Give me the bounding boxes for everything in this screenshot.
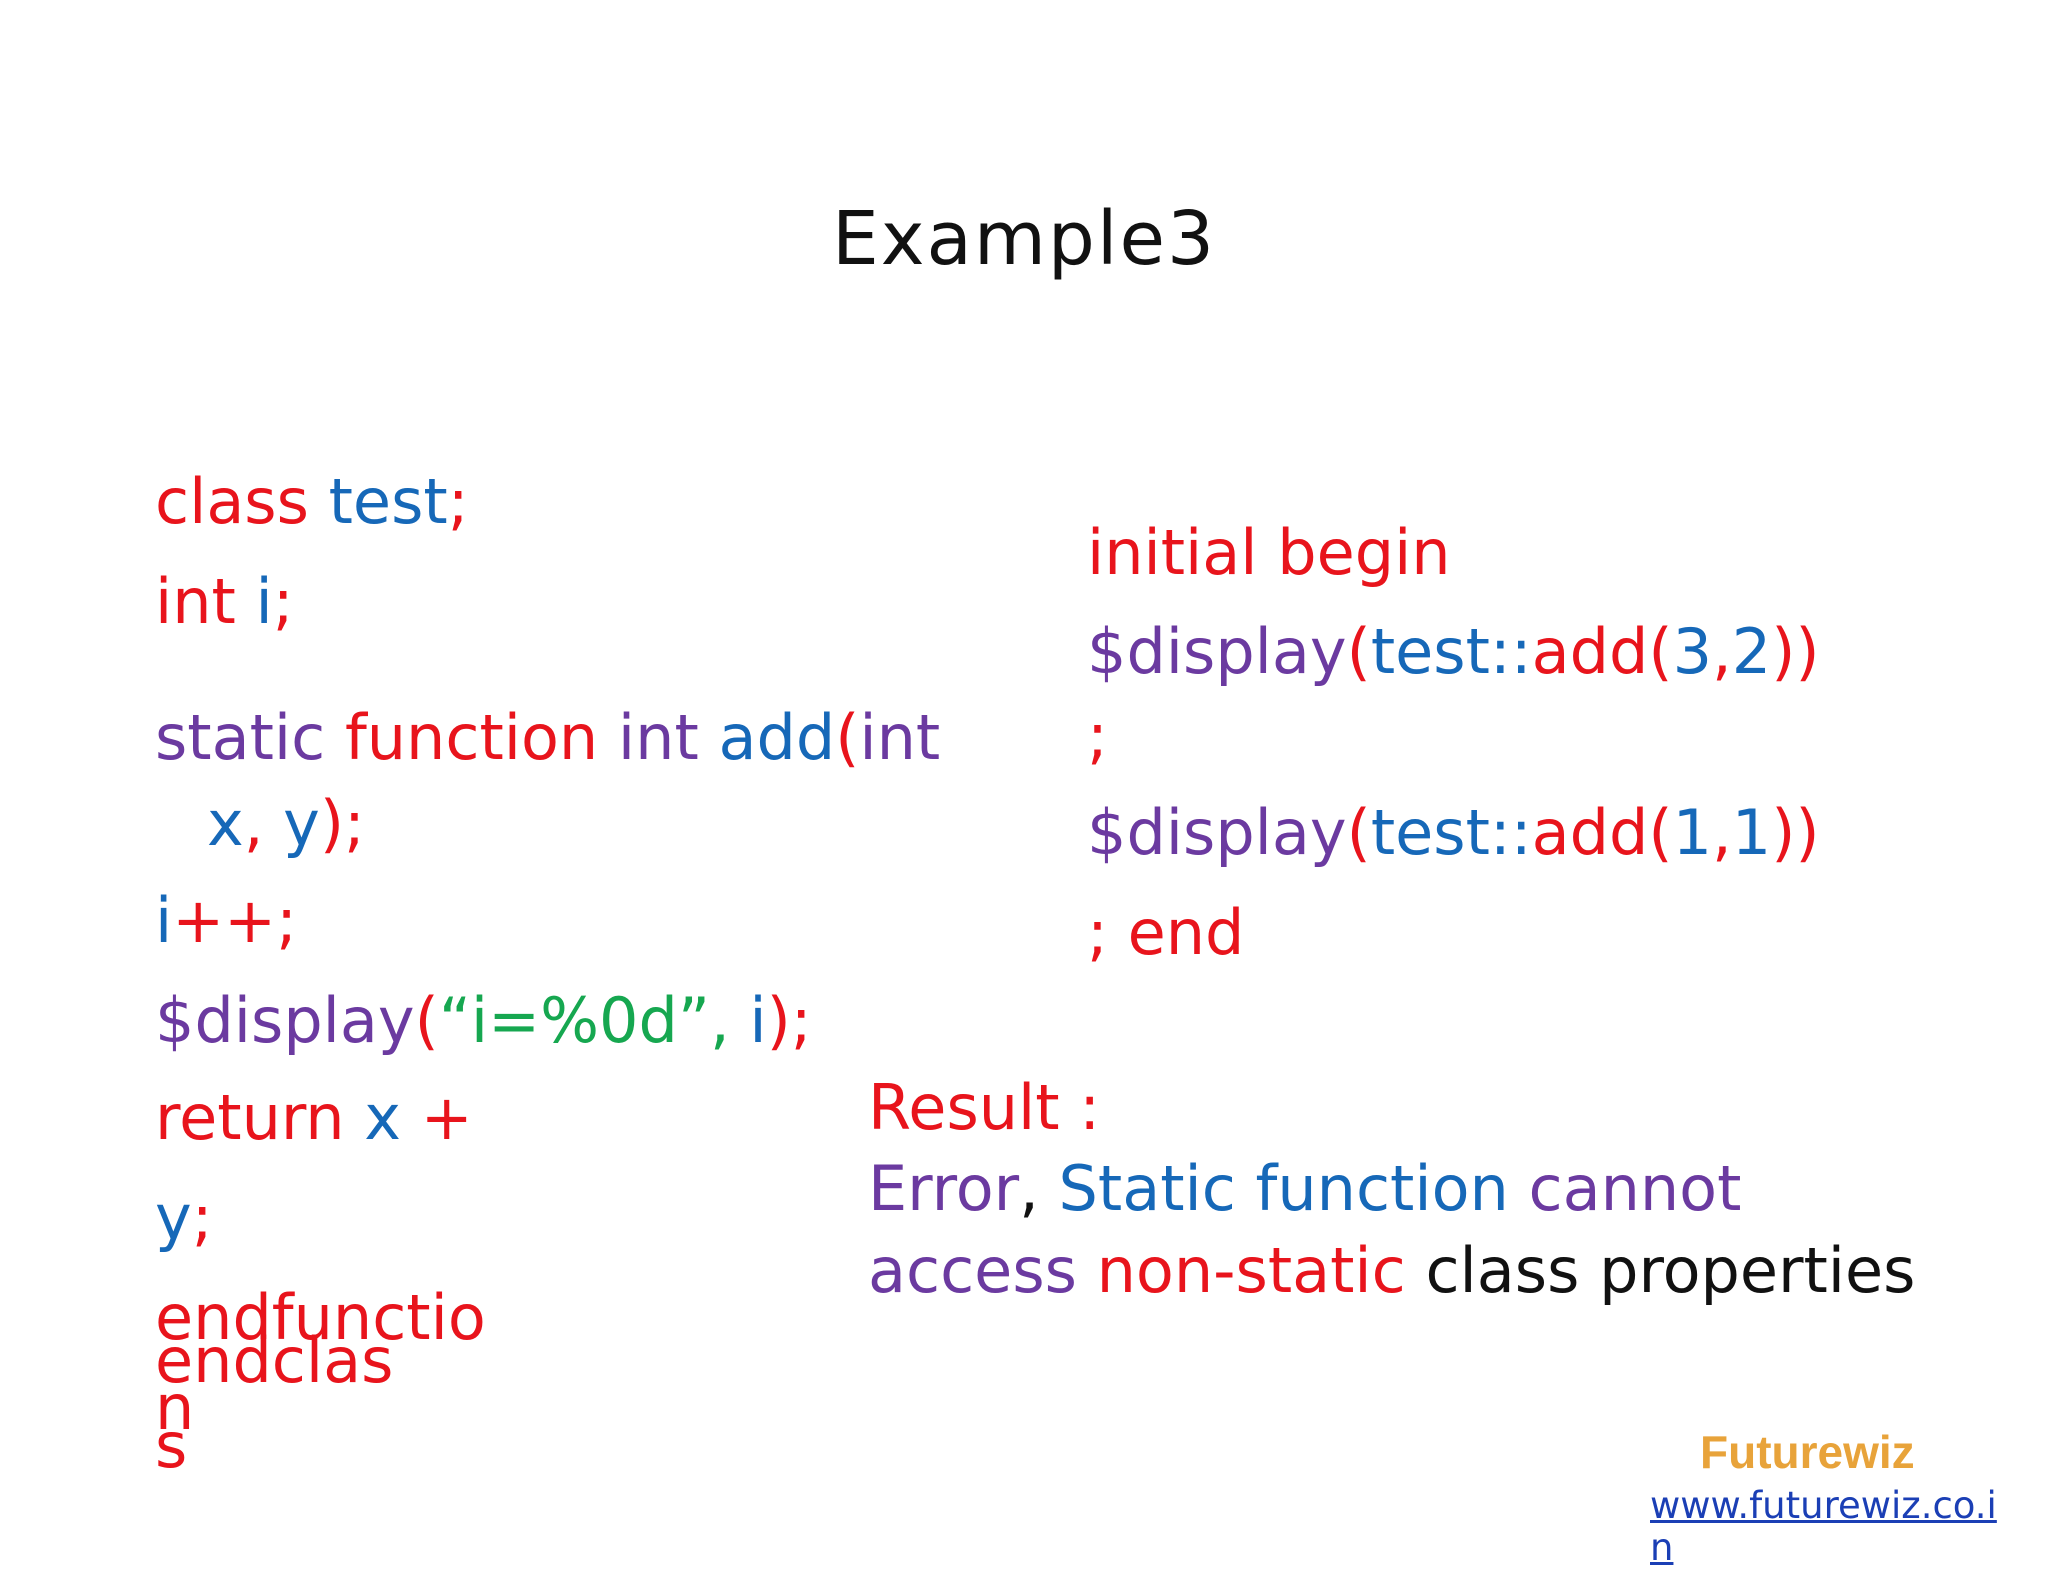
class-code-line: class test; <box>155 466 469 538</box>
initial-code-token: ( <box>1648 615 1673 688</box>
class-code-token: i <box>155 884 173 957</box>
class-code-token: ++; <box>172 884 298 957</box>
initial-code-line: initial begin <box>1087 517 1451 589</box>
class-code-token: “i=%0d”, <box>438 984 750 1057</box>
class-code-line: int i; <box>155 566 294 638</box>
class-code-line: n <box>155 1372 194 1444</box>
class-code-token: test <box>328 465 448 538</box>
initial-code-token: , <box>1712 796 1732 869</box>
class-code-token: add <box>718 701 836 774</box>
class-code-token: ( <box>414 984 439 1057</box>
class-code-token: , <box>243 787 284 860</box>
class-code-token: static <box>155 701 345 774</box>
initial-code-line: ; <box>1087 700 1108 772</box>
class-code-token: s <box>155 1409 188 1482</box>
result-line: Error, Static function cannot <box>868 1153 1741 1225</box>
slide-title: Example3 <box>831 196 1217 282</box>
class-code-token: ; <box>272 565 294 638</box>
class-code-token: i <box>255 565 273 638</box>
result-token: class properties <box>1425 1234 1916 1307</box>
class-code-token: ); <box>319 787 365 860</box>
initial-code-token: ( <box>1346 615 1371 688</box>
result-token: cannot <box>1528 1152 1742 1225</box>
initial-code-token: 3 <box>1672 615 1713 688</box>
initial-code-token: ; <box>1087 699 1108 772</box>
class-code-token: class <box>155 465 329 538</box>
initial-code-line: $display(test::add(1,1)) <box>1087 797 1820 869</box>
result-token: Result : <box>868 1071 1101 1144</box>
class-code-token: return <box>155 1081 365 1154</box>
class-code-token: y <box>155 1181 192 1254</box>
initial-code-token: )) <box>1771 615 1820 688</box>
class-code-token: int <box>617 701 719 774</box>
class-code-line: x, y); <box>207 788 365 860</box>
initial-code-token: test:: <box>1370 615 1532 688</box>
initial-code-token: ; end <box>1087 896 1245 969</box>
initial-code-token: 1 <box>1731 796 1772 869</box>
class-code-token: i <box>749 984 767 1057</box>
initial-code-token: ( <box>1346 796 1371 869</box>
class-code-token: endfunctio <box>155 1281 486 1354</box>
result-token: , <box>1019 1152 1059 1225</box>
result-token: non-static <box>1096 1234 1426 1307</box>
class-code-token: y <box>283 787 320 860</box>
class-code-token: ); <box>766 984 812 1057</box>
initial-code-token: add <box>1531 615 1649 688</box>
class-code-token: ( <box>835 701 860 774</box>
initial-code-token: add <box>1531 796 1649 869</box>
initial-code-token: 2 <box>1731 615 1772 688</box>
futurewiz-logo: Futurewiz <box>1700 1426 1915 1478</box>
class-code-token: function <box>344 701 618 774</box>
website-link[interactable]: www.futurewiz.co.in <box>1650 1484 1997 1569</box>
result-line: access non-static class properties <box>868 1235 1915 1307</box>
result-line: Result : <box>868 1072 1100 1144</box>
class-code-line: endclas <box>155 1325 393 1397</box>
initial-code-token: , <box>1712 615 1732 688</box>
initial-code-token: test:: <box>1370 796 1532 869</box>
class-code-line: $display(“i=%0d”, i); <box>155 985 812 1057</box>
class-code-line: endfunctio <box>155 1282 486 1354</box>
initial-code-token: $display <box>1087 615 1347 688</box>
initial-code-token: 1 <box>1672 796 1713 869</box>
class-code-token: x <box>364 1081 421 1154</box>
class-code-line: y; <box>155 1182 213 1254</box>
class-code-line: s <box>155 1410 187 1482</box>
initial-code-line: $display(test::add(3,2)) <box>1087 616 1820 688</box>
class-code-token: n <box>155 1371 195 1444</box>
initial-code-token: ( <box>1648 796 1673 869</box>
initial-code-token: initial begin <box>1087 516 1451 589</box>
result-token: Static function <box>1058 1152 1529 1225</box>
initial-code-token: $display <box>1087 796 1347 869</box>
result-token: Error <box>868 1152 1020 1225</box>
result-token: access <box>868 1234 1097 1307</box>
class-code-line: static function int add(int <box>155 702 940 774</box>
class-code-line: i++; <box>155 885 297 957</box>
class-code-token: x <box>207 787 244 860</box>
class-code-line: return x + <box>155 1082 473 1154</box>
class-code-token: int <box>155 565 256 638</box>
initial-code-token: )) <box>1771 796 1820 869</box>
class-code-token: int <box>859 701 941 774</box>
class-code-token: endclas <box>155 1324 394 1397</box>
initial-code-line: ; end <box>1087 897 1244 969</box>
class-code-token: ; <box>191 1181 213 1254</box>
class-code-token: + <box>420 1081 473 1154</box>
class-code-token: $display <box>155 984 415 1057</box>
class-code-token: ; <box>447 465 469 538</box>
